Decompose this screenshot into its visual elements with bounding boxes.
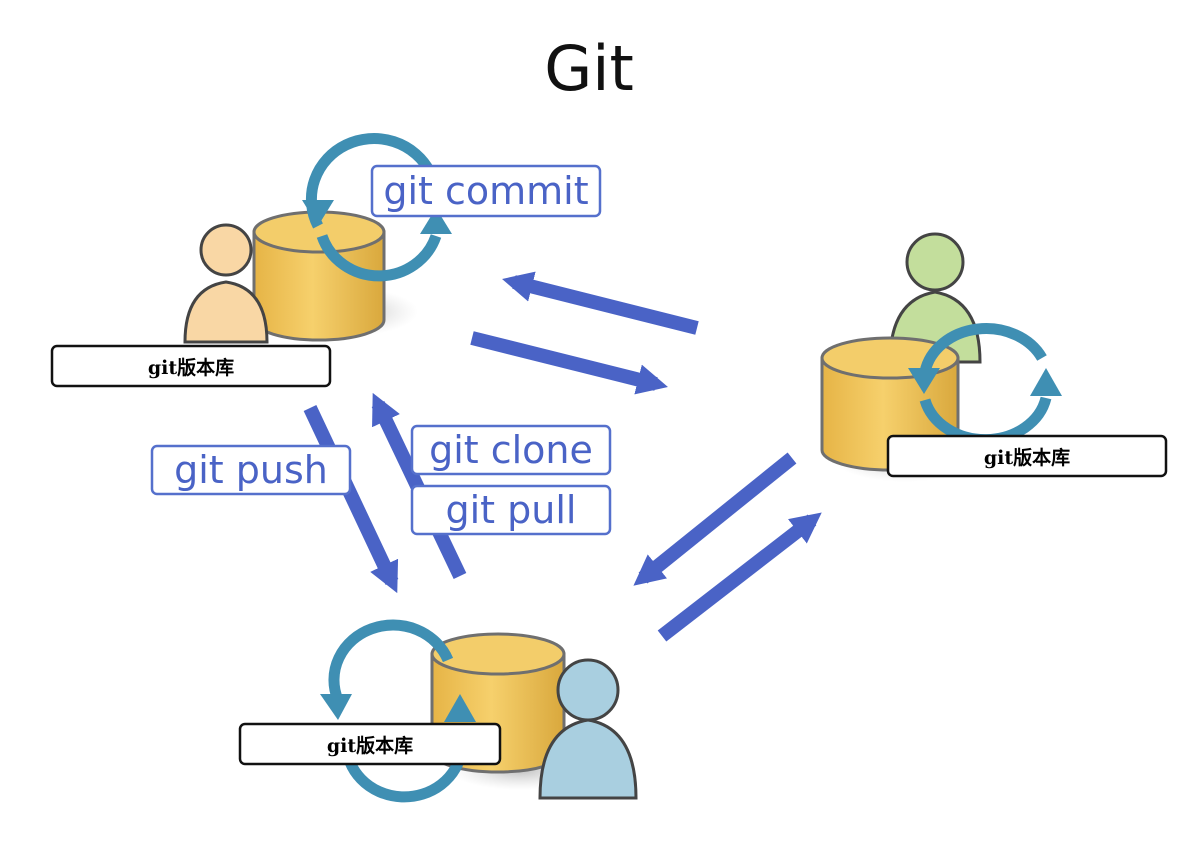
arrow-right-to-bottom (633, 452, 797, 586)
arrow-right-to-top-left (502, 271, 699, 335)
commit-cycle-arrow-icon (302, 133, 452, 282)
repository-label-box (238, 722, 502, 766)
repository-top-left: git版本库 (50, 133, 452, 388)
command-commit: git commit (370, 164, 602, 218)
command-clone: git clone (410, 424, 612, 476)
user-icon (183, 223, 269, 344)
command-push: git push (150, 444, 352, 496)
command-clone-label: git clone (429, 428, 593, 472)
repository-label-box (886, 434, 1168, 478)
command-clone-box (410, 424, 612, 476)
repository-bottom: git版本库 (238, 619, 638, 803)
arrow-bottom-to-right (657, 512, 822, 642)
command-push-box (150, 444, 352, 496)
user-icon (538, 658, 638, 800)
command-push-label: git push (174, 448, 328, 492)
command-pull: git pull (410, 484, 612, 536)
command-pull-label: git pull (446, 488, 577, 532)
command-commit-box (370, 164, 602, 218)
repository-right: git版本库 (820, 232, 1168, 482)
command-pull-box (410, 484, 612, 536)
repository-label-top-left: git版本库 (148, 356, 234, 379)
repository-label-right: git版本库 (984, 446, 1070, 469)
arrow-top-left-to-right (470, 331, 668, 395)
database-icon (252, 210, 386, 342)
repository-label-box (50, 344, 332, 388)
arrow-push (303, 405, 399, 594)
sync-arrows (303, 271, 822, 642)
diagram-title: Git (544, 32, 634, 105)
command-commit-label: git commit (383, 169, 588, 213)
repository-label-bottom: git版本库 (327, 734, 413, 757)
